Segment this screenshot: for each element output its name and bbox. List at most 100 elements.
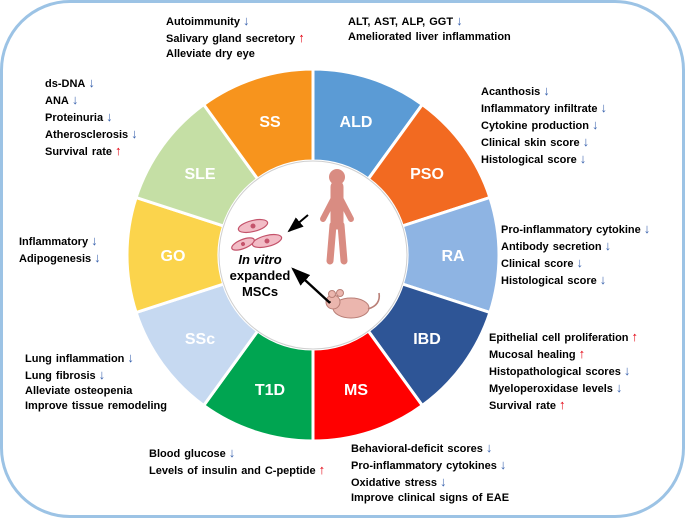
annotation-text: Oxidative stress xyxy=(351,477,437,489)
annotation-line: ds-DNA↓ xyxy=(45,75,138,92)
annotation-ms: Behavioral-deficit scores↓Pro-inflammato… xyxy=(351,440,509,506)
annotation-line: Atherosclerosis↓ xyxy=(45,126,138,143)
down-arrow-icon: ↓ xyxy=(440,474,447,489)
annotation-text: Antibody secretion xyxy=(501,241,602,253)
annotation-line: Epithelial cell proliferation↑ xyxy=(489,329,638,346)
annotation-text: Lung fibrosis xyxy=(25,370,96,382)
annotation-sle: ds-DNA↓ANA↓Proteinuria↓Atherosclerosis↓S… xyxy=(45,75,138,160)
annotation-line: Clinical skin score↓ xyxy=(481,134,607,151)
down-arrow-icon: ↓ xyxy=(242,13,250,28)
down-arrow-icon: ↓ xyxy=(579,151,587,166)
annotation-line: Clinical score↓ xyxy=(501,255,650,272)
annotation-line: Histological score↓ xyxy=(501,272,650,289)
annotation-line: Survival rate↑ xyxy=(489,397,638,414)
annotation-text: Pro-inflammatory cytokines xyxy=(351,460,497,472)
annotation-text: Improve clinical signs of EAE xyxy=(351,492,510,504)
disease-wheel: ALD PSO RA IBD MS T1D SSc GO SLE SS xyxy=(125,67,501,443)
up-arrow-icon: ↑ xyxy=(115,143,122,158)
annotation-text: Autoimmunity xyxy=(166,16,240,28)
down-arrow-icon: ↓ xyxy=(91,233,98,248)
annotation-ald: ALT, AST, ALP, GGT↓Ameliorated liver inf… xyxy=(348,13,511,45)
annotation-line: Cytokine production↓ xyxy=(481,117,607,134)
segment-label-ms: MS xyxy=(344,382,368,399)
center-label-line1: In vitro xyxy=(238,252,282,267)
annotation-line: Lung inflammation↓ xyxy=(25,350,167,367)
annotation-line: Autoimmunity↓ xyxy=(166,13,305,30)
annotation-line: Levels of insulin and C-peptide↑ xyxy=(149,462,325,479)
annotation-line: Histopathological scores↓ xyxy=(489,363,638,380)
annotation-line: ANA↓ xyxy=(45,92,138,109)
down-arrow-icon: ↓ xyxy=(456,13,463,28)
annotation-text: ANA xyxy=(45,95,69,107)
human-to-cells-arrow-icon xyxy=(287,214,309,233)
annotation-ss: Autoimmunity↓Salivary gland secretory↑Al… xyxy=(166,13,305,62)
annotation-line: Pro-inflammatory cytokine↓ xyxy=(501,221,650,238)
annotation-text: Histopathological scores xyxy=(489,366,621,378)
annotation-line: Lung fibrosis↓ xyxy=(25,367,167,384)
annotation-text: Alleviate osteopenia xyxy=(25,385,133,397)
down-arrow-icon: ↓ xyxy=(71,92,79,107)
annotation-text: Cytokine production xyxy=(481,120,589,132)
annotation-text: Improve tissue remodeling xyxy=(25,400,167,412)
down-arrow-icon: ↓ xyxy=(643,221,651,236)
down-arrow-icon: ↓ xyxy=(228,445,236,460)
annotation-line: Improve tissue remodeling xyxy=(25,399,167,414)
up-arrow-icon: ↑ xyxy=(318,462,326,477)
down-arrow-icon: ↓ xyxy=(543,83,550,98)
segment-label-ibd: IBD xyxy=(413,331,441,348)
down-arrow-icon: ↓ xyxy=(599,272,607,287)
annotation-text: Myeloperoxidase levels xyxy=(489,383,613,395)
segment-label-t1d: T1D xyxy=(255,382,285,399)
down-arrow-icon: ↓ xyxy=(600,100,608,115)
annotation-ra: Pro-inflammatory cytokine↓Antibody secre… xyxy=(501,221,650,289)
annotation-line: Alleviate osteopenia xyxy=(25,384,167,399)
down-arrow-icon: ↓ xyxy=(88,75,95,90)
annotation-text: ds-DNA xyxy=(45,78,86,90)
annotation-text: Clinical skin score xyxy=(481,137,580,149)
segment-label-ra: RA xyxy=(441,248,465,265)
annotation-line: Salivary gland secretory↑ xyxy=(166,30,305,47)
annotation-line: Mucosal healing↑ xyxy=(489,346,638,363)
annotation-text: Pro-inflammatory cytokine xyxy=(501,224,641,236)
annotation-text: Atherosclerosis xyxy=(45,129,129,141)
center-label-line2: expanded xyxy=(229,268,291,283)
down-arrow-icon: ↓ xyxy=(604,238,612,253)
annotation-line: Inflammatory infiltrate↓ xyxy=(481,100,607,117)
down-arrow-icon: ↓ xyxy=(127,350,134,365)
segment-label-pso: PSO xyxy=(410,166,444,183)
down-arrow-icon: ↓ xyxy=(576,255,584,270)
segment-label-ss: SS xyxy=(259,114,281,131)
annotation-text: Levels of insulin and C-peptide xyxy=(149,465,316,477)
annotation-text: Ameliorated liver inflammation xyxy=(348,31,511,43)
center-label: In vitro expanded MSCs xyxy=(218,252,302,300)
up-arrow-icon: ↑ xyxy=(631,329,639,344)
segment-label-ald: ALD xyxy=(340,114,373,131)
segment-label-ssc: SSc xyxy=(185,331,215,348)
up-arrow-icon: ↑ xyxy=(298,30,305,45)
annotation-text: Salivary gland secretory xyxy=(166,33,296,45)
annotation-text: Adipogenesis xyxy=(19,253,92,265)
annotation-line: Histological score↓ xyxy=(481,151,607,168)
down-arrow-icon: ↓ xyxy=(98,367,106,382)
segment-label-sle: SLE xyxy=(184,166,215,183)
up-arrow-icon: ↑ xyxy=(559,397,566,412)
annotation-text: Blood glucose xyxy=(149,448,226,460)
annotation-go: Inflammatory↓Adipogenesis↓ xyxy=(19,233,101,267)
annotation-text: Clinical score xyxy=(501,258,574,270)
up-arrow-icon: ↑ xyxy=(578,346,586,361)
annotation-text: Histological score xyxy=(501,275,597,287)
annotation-text: Inflammatory infiltrate xyxy=(481,103,598,115)
annotation-line: ALT, AST, ALP, GGT↓ xyxy=(348,13,511,30)
annotation-line: Blood glucose↓ xyxy=(149,445,325,462)
annotation-text: Lung inflammation xyxy=(25,353,125,365)
annotation-ibd: Epithelial cell proliferation↑Mucosal he… xyxy=(489,329,638,414)
annotation-line: Acanthosis↓ xyxy=(481,83,607,100)
annotation-text: Alleviate dry eye xyxy=(166,48,255,60)
annotation-pso: Acanthosis↓Inflammatory infiltrate↓Cytok… xyxy=(481,83,607,168)
segment-label-go: GO xyxy=(161,248,186,265)
annotation-text: ALT, AST, ALP, GGT xyxy=(348,16,454,28)
annotation-text: Acanthosis xyxy=(481,86,541,98)
annotation-line: Ameliorated liver inflammation xyxy=(348,30,511,45)
annotation-line: Oxidative stress↓ xyxy=(351,474,509,491)
